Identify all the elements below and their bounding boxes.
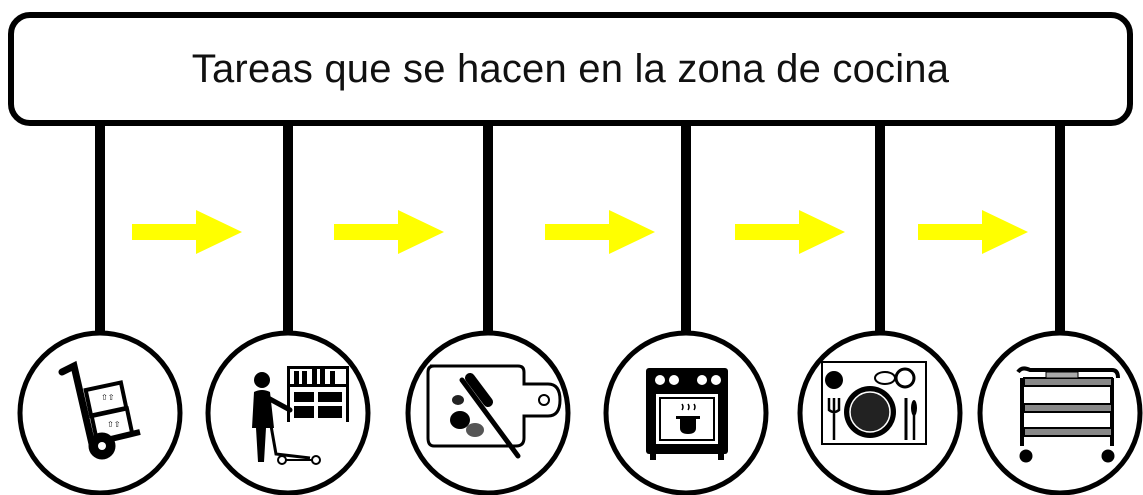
connector-line-3	[483, 120, 493, 340]
oven-pot-icon	[646, 368, 728, 460]
arrow-right-icon	[918, 210, 1028, 254]
service-trolley-icon	[1016, 366, 1120, 463]
arrow-right-icon	[545, 210, 655, 254]
cutting-board-knife-icon	[426, 364, 562, 459]
connector-line-2	[283, 120, 293, 340]
hand-truck-boxes-icon: ⇧⇧ ⇧⇧	[58, 360, 141, 460]
arrow-right-icon	[132, 210, 242, 254]
diagram-title: Tareas que se hacen en la zona de cocina	[191, 46, 950, 91]
title-box: Tareas que se hacen en la zona de cocina	[8, 12, 1133, 126]
connector-line-1	[95, 120, 105, 340]
connector-line-4	[681, 120, 691, 340]
arrow-right-icon	[735, 210, 845, 254]
connector-line-6	[1055, 120, 1065, 340]
worker-storage-shelves-icon	[252, 366, 349, 465]
connector-line-5	[875, 120, 885, 340]
svg-text:⇧⇧: ⇧⇧	[107, 420, 120, 429]
svg-text:⇧⇧: ⇧⇧	[101, 393, 114, 402]
plate-setting-icon	[821, 361, 927, 445]
arrow-right-icon	[334, 210, 444, 254]
